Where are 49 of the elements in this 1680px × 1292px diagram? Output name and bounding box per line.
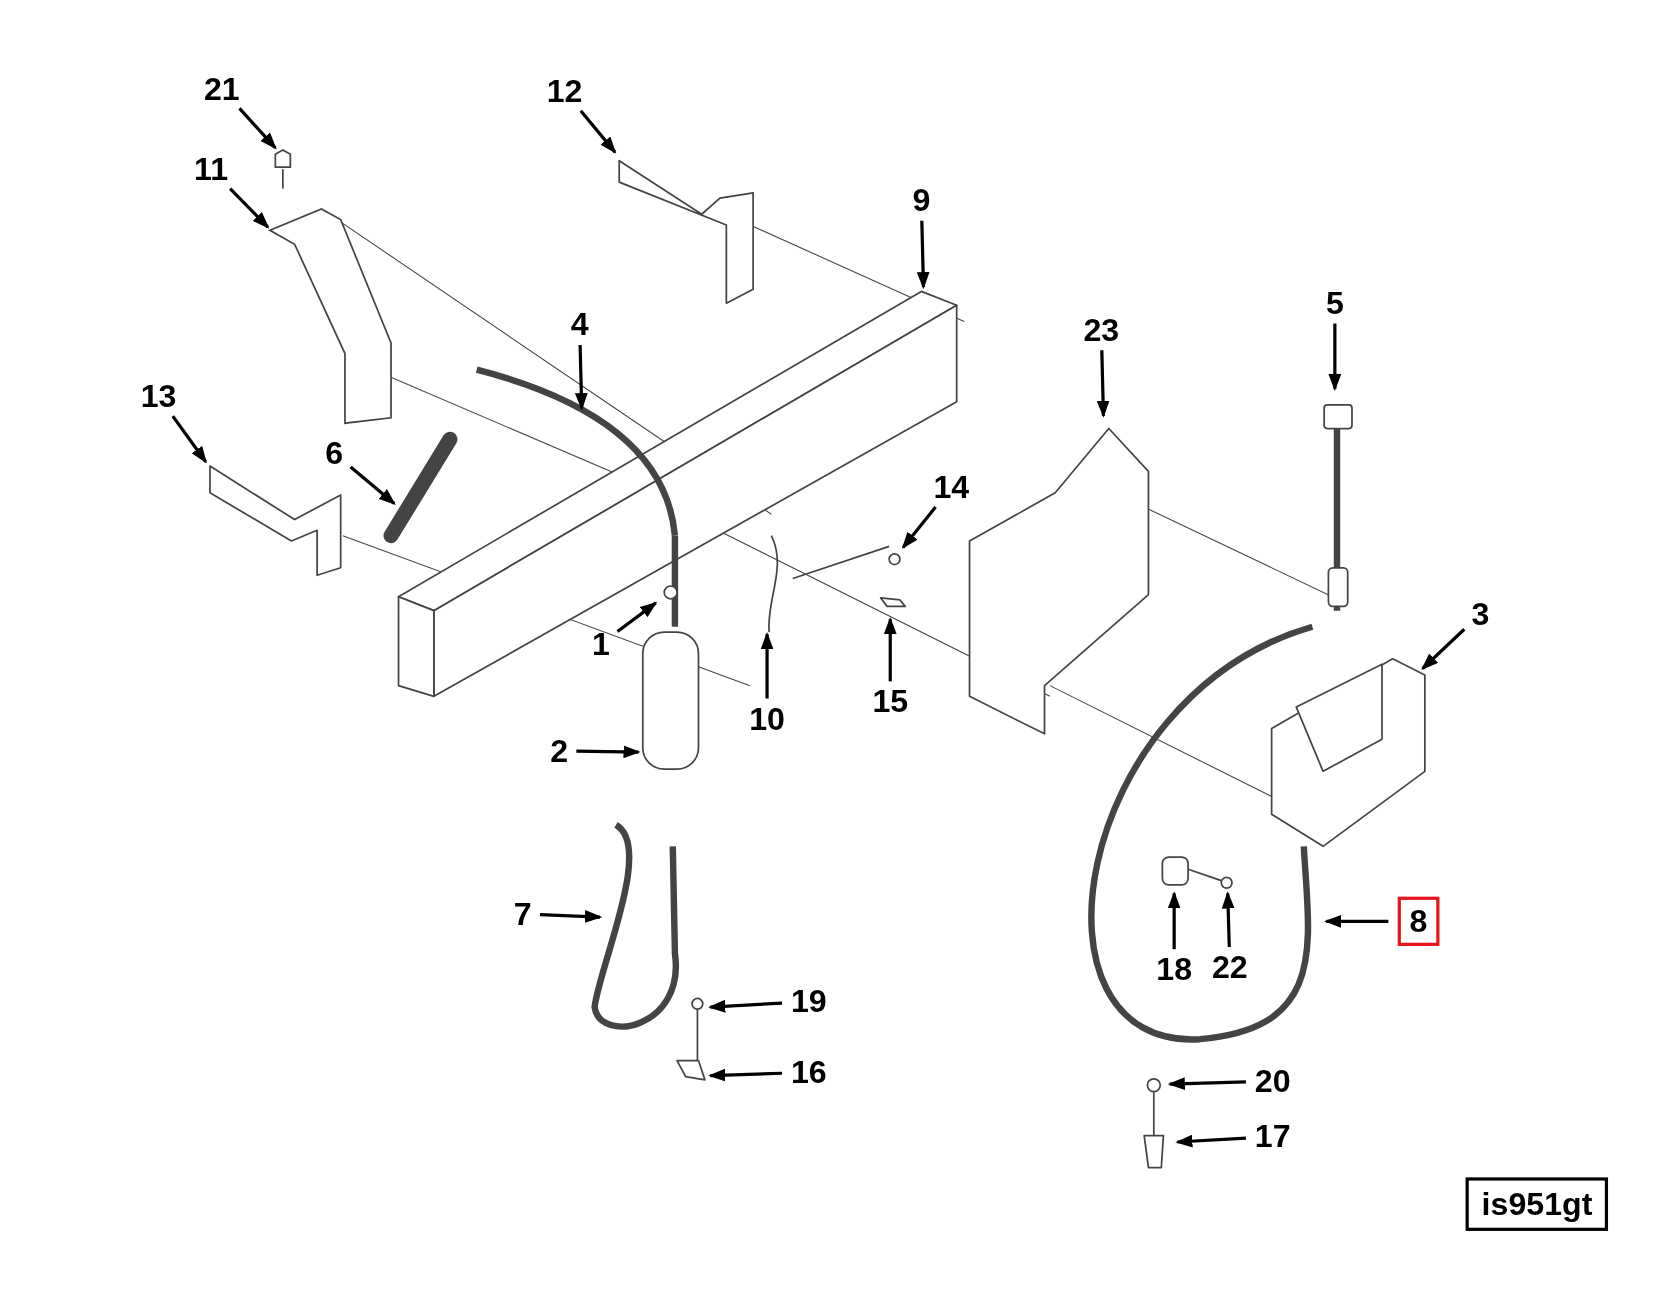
leader-arrow [576, 745, 641, 759]
callout-number: 2 [550, 733, 569, 769]
callout-number: 3 [1471, 596, 1490, 631]
callout-number: 8 [1397, 896, 1440, 946]
leader-arrow [1328, 323, 1342, 392]
callout-number: 13 [140, 379, 177, 414]
leader-arrow [1421, 628, 1466, 670]
leader-arrow [349, 465, 396, 505]
leader-arrow [883, 617, 897, 682]
leader-arrow [171, 415, 207, 464]
callout-number: 23 [1083, 312, 1120, 348]
leader-arrow [1167, 891, 1181, 950]
drawing-code-box: is951gt [1465, 1177, 1609, 1231]
callout-number: 4 [570, 307, 589, 342]
callout-number: 19 [790, 984, 827, 1019]
callout-number: 14 [933, 470, 970, 505]
bolt-drawing [274, 149, 292, 190]
leader-arrow [760, 632, 774, 699]
callout-number: 21 [203, 71, 240, 107]
leader-arrow [228, 187, 270, 229]
callout-number: 15 [872, 684, 909, 719]
callout-number: 20 [1254, 1063, 1291, 1099]
callout-number: 1 [592, 626, 610, 661]
callout-number: 5 [1325, 286, 1344, 321]
leader-arrow [616, 601, 658, 633]
leader-arrow [539, 910, 603, 923]
callout-number: 16 [790, 1055, 827, 1090]
leader-arrow [238, 107, 277, 150]
bracket-drawing [268, 207, 392, 425]
callout-number: 6 [325, 436, 344, 471]
callout-number: 10 [749, 701, 785, 736]
leader-arrow [708, 999, 783, 1013]
leader-arrow [574, 344, 588, 411]
leader-arrow [1096, 350, 1110, 418]
leader-arrow [916, 220, 930, 290]
callout-number: 18 [1156, 952, 1193, 987]
leader-arrow [1221, 891, 1235, 948]
callout-number: 17 [1254, 1119, 1291, 1154]
callout-number: 9 [912, 183, 931, 218]
leader-arrow [1324, 914, 1389, 928]
leader-arrow [708, 1068, 783, 1082]
callout-number: 11 [194, 152, 229, 187]
callout-number: 12 [546, 73, 583, 109]
leader-arrow [901, 506, 937, 550]
callout-number: 7 [513, 896, 532, 931]
leader-arrow [1167, 1077, 1246, 1091]
leader-arrow [1175, 1134, 1247, 1148]
callout-number: 22 [1212, 950, 1248, 985]
leader-arrow [579, 109, 617, 154]
